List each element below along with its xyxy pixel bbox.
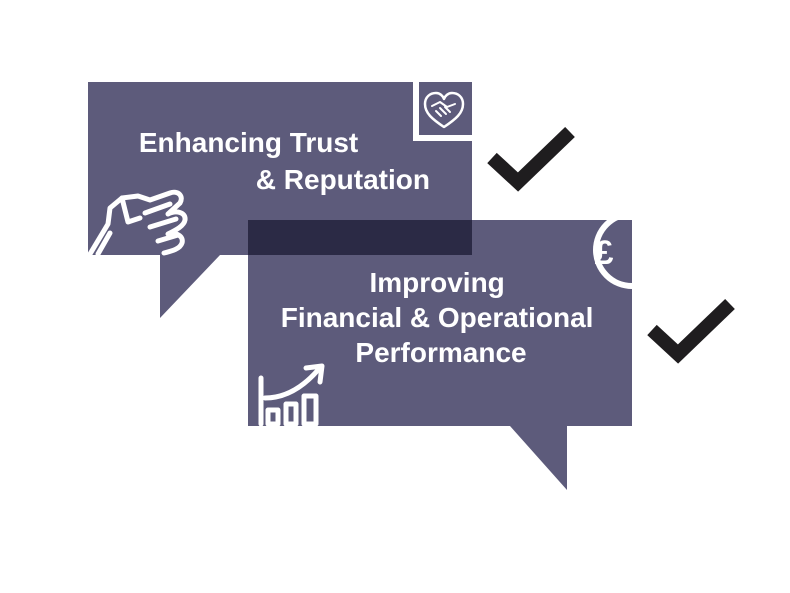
hand-icon	[87, 189, 188, 257]
speech-bubble-financial	[248, 220, 632, 490]
trust-heading-line-2: & Reputation	[256, 164, 430, 195]
financial-heading-line-1: Improving	[369, 267, 504, 298]
bubble-overlap	[248, 220, 472, 255]
heart-handshake-icon	[413, 82, 472, 141]
growth-chart-icon	[258, 363, 325, 427]
pound-symbol: £	[595, 234, 614, 272]
trust-heading-line-1: Enhancing Trust	[139, 127, 358, 158]
financial-heading: Improving Financial & Operational Perfor…	[281, 267, 602, 368]
speech-bubble-financial-shape	[248, 220, 632, 490]
checkmark-icon-trust	[487, 126, 575, 192]
checkmark-icon-financial	[647, 298, 735, 364]
speech-bubble-trust-shape	[88, 82, 472, 318]
pound-coin-icon: £	[593, 211, 633, 289]
speech-bubble-trust	[88, 82, 472, 318]
financial-heading-line-3: Performance	[355, 337, 526, 368]
financial-heading-line-2: Financial & Operational	[281, 302, 594, 333]
trust-heading: Enhancing Trust & Reputation	[139, 127, 430, 195]
